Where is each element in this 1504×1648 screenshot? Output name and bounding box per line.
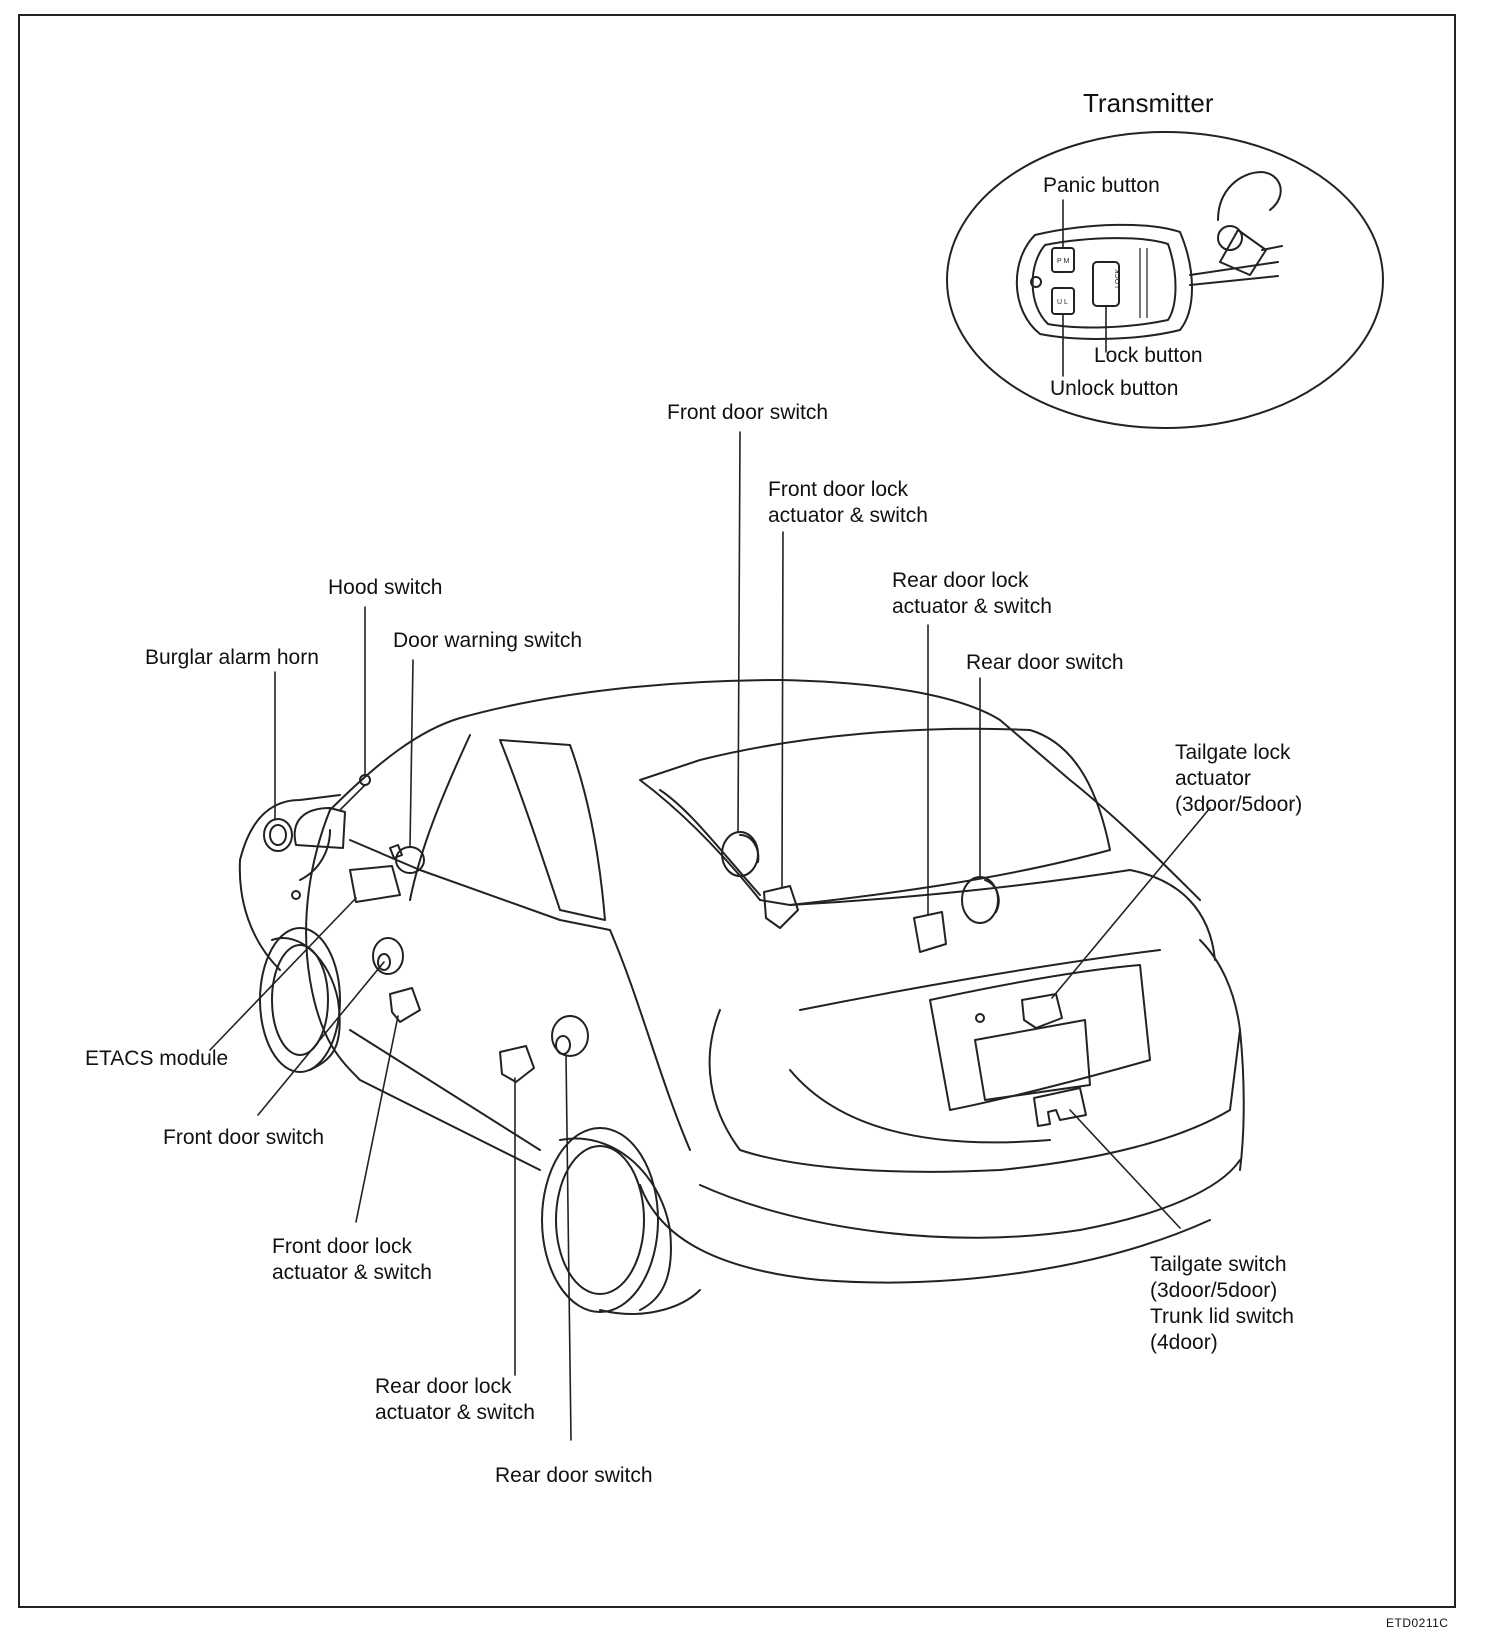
etacs-module-label: ETACS module — [85, 1047, 229, 1070]
front-door-lock-label-left-1: Front door lock — [272, 1235, 413, 1258]
tailgate-switch-label-3: Trunk lid switch — [1150, 1305, 1294, 1328]
front-door-switch-label-left: Front door switch — [163, 1126, 325, 1149]
door-warning-switch-icon — [389, 844, 425, 874]
rear-door-switch-icon-top — [961, 876, 1000, 924]
etacs-module-icon — [349, 865, 401, 903]
panic-button-label: Panic button — [1043, 174, 1160, 197]
rear-door-switch-icon-bottom — [551, 1015, 589, 1057]
front-door-lock-actuator-icon-left — [389, 987, 421, 1023]
tailgate-switch-label-4: (4door) — [1150, 1331, 1218, 1354]
tailgate-lock-label-1: Tailgate lock — [1175, 741, 1291, 764]
unlock-button-glyph: U L — [1057, 299, 1068, 306]
burglar-alarm-horn-label: Burglar alarm horn — [145, 646, 319, 669]
front-door-lock-label-left-2: actuator & switch — [272, 1261, 432, 1284]
fob-brand-strip — [1139, 248, 1148, 318]
front-door-lock-label-top-1: Front door lock — [768, 478, 909, 501]
hood-switch-label: Hood switch — [328, 576, 443, 599]
door-warning-switch-label: Door warning switch — [393, 629, 583, 652]
panic-button-glyph: P M — [1057, 258, 1069, 265]
transmitter-inset — [946, 131, 1384, 429]
car-body — [238, 679, 1245, 1284]
rear-door-lock-label-bottom-1: Rear door lock — [375, 1375, 512, 1398]
tailgate-switch-label-1: Tailgate switch — [1150, 1253, 1287, 1276]
rear-door-lock-label-top-1: Rear door lock — [892, 569, 1029, 592]
leader-lines — [209, 431, 1211, 1441]
tailgate-switch-label-2: (3door/5door) — [1150, 1279, 1278, 1302]
lock-button-label: Lock button — [1094, 344, 1203, 367]
front-wheel — [259, 927, 341, 1073]
front-door-switch-icon-left — [372, 937, 404, 975]
rear-wheel — [541, 1127, 701, 1315]
tailgate-lock-label-2: actuator — [1175, 767, 1251, 790]
rear-door-lock-label-top-2: actuator & switch — [892, 595, 1052, 618]
rear-door-lock-label-bottom-2: actuator & switch — [375, 1401, 535, 1424]
fob-button-glyphs: P M U L LOCK — [1057, 258, 1122, 306]
front-door-lock-actuator-icon-top — [763, 885, 799, 929]
unlock-button-label: Unlock button — [1050, 377, 1179, 400]
figure-code: ETD0211C — [1386, 1616, 1449, 1630]
rear-door-switch-label-bottom: Rear door switch — [495, 1464, 653, 1487]
lock-key-text: LOCK — [1115, 269, 1122, 288]
rear-door-lock-actuator-icon-top — [913, 911, 947, 953]
tailgate-lock-actuator-icon — [1021, 993, 1063, 1029]
figure-frame — [18, 14, 1456, 1608]
burglar-alarm-horn-icon — [263, 818, 293, 852]
rear-door-switch-label-top: Rear door switch — [966, 651, 1124, 674]
front-door-lock-label-top-2: actuator & switch — [768, 504, 928, 527]
front-door-switch-icon-top — [721, 831, 760, 877]
transmitter-title: Transmitter — [1083, 88, 1214, 118]
front-door-switch-label-top: Front door switch — [667, 401, 829, 424]
tailgate-switch-icon — [1033, 1087, 1087, 1127]
tailgate-lock-label-3: (3door/5door) — [1175, 793, 1303, 816]
rear-door-lock-actuator-icon-bottom — [499, 1045, 535, 1083]
